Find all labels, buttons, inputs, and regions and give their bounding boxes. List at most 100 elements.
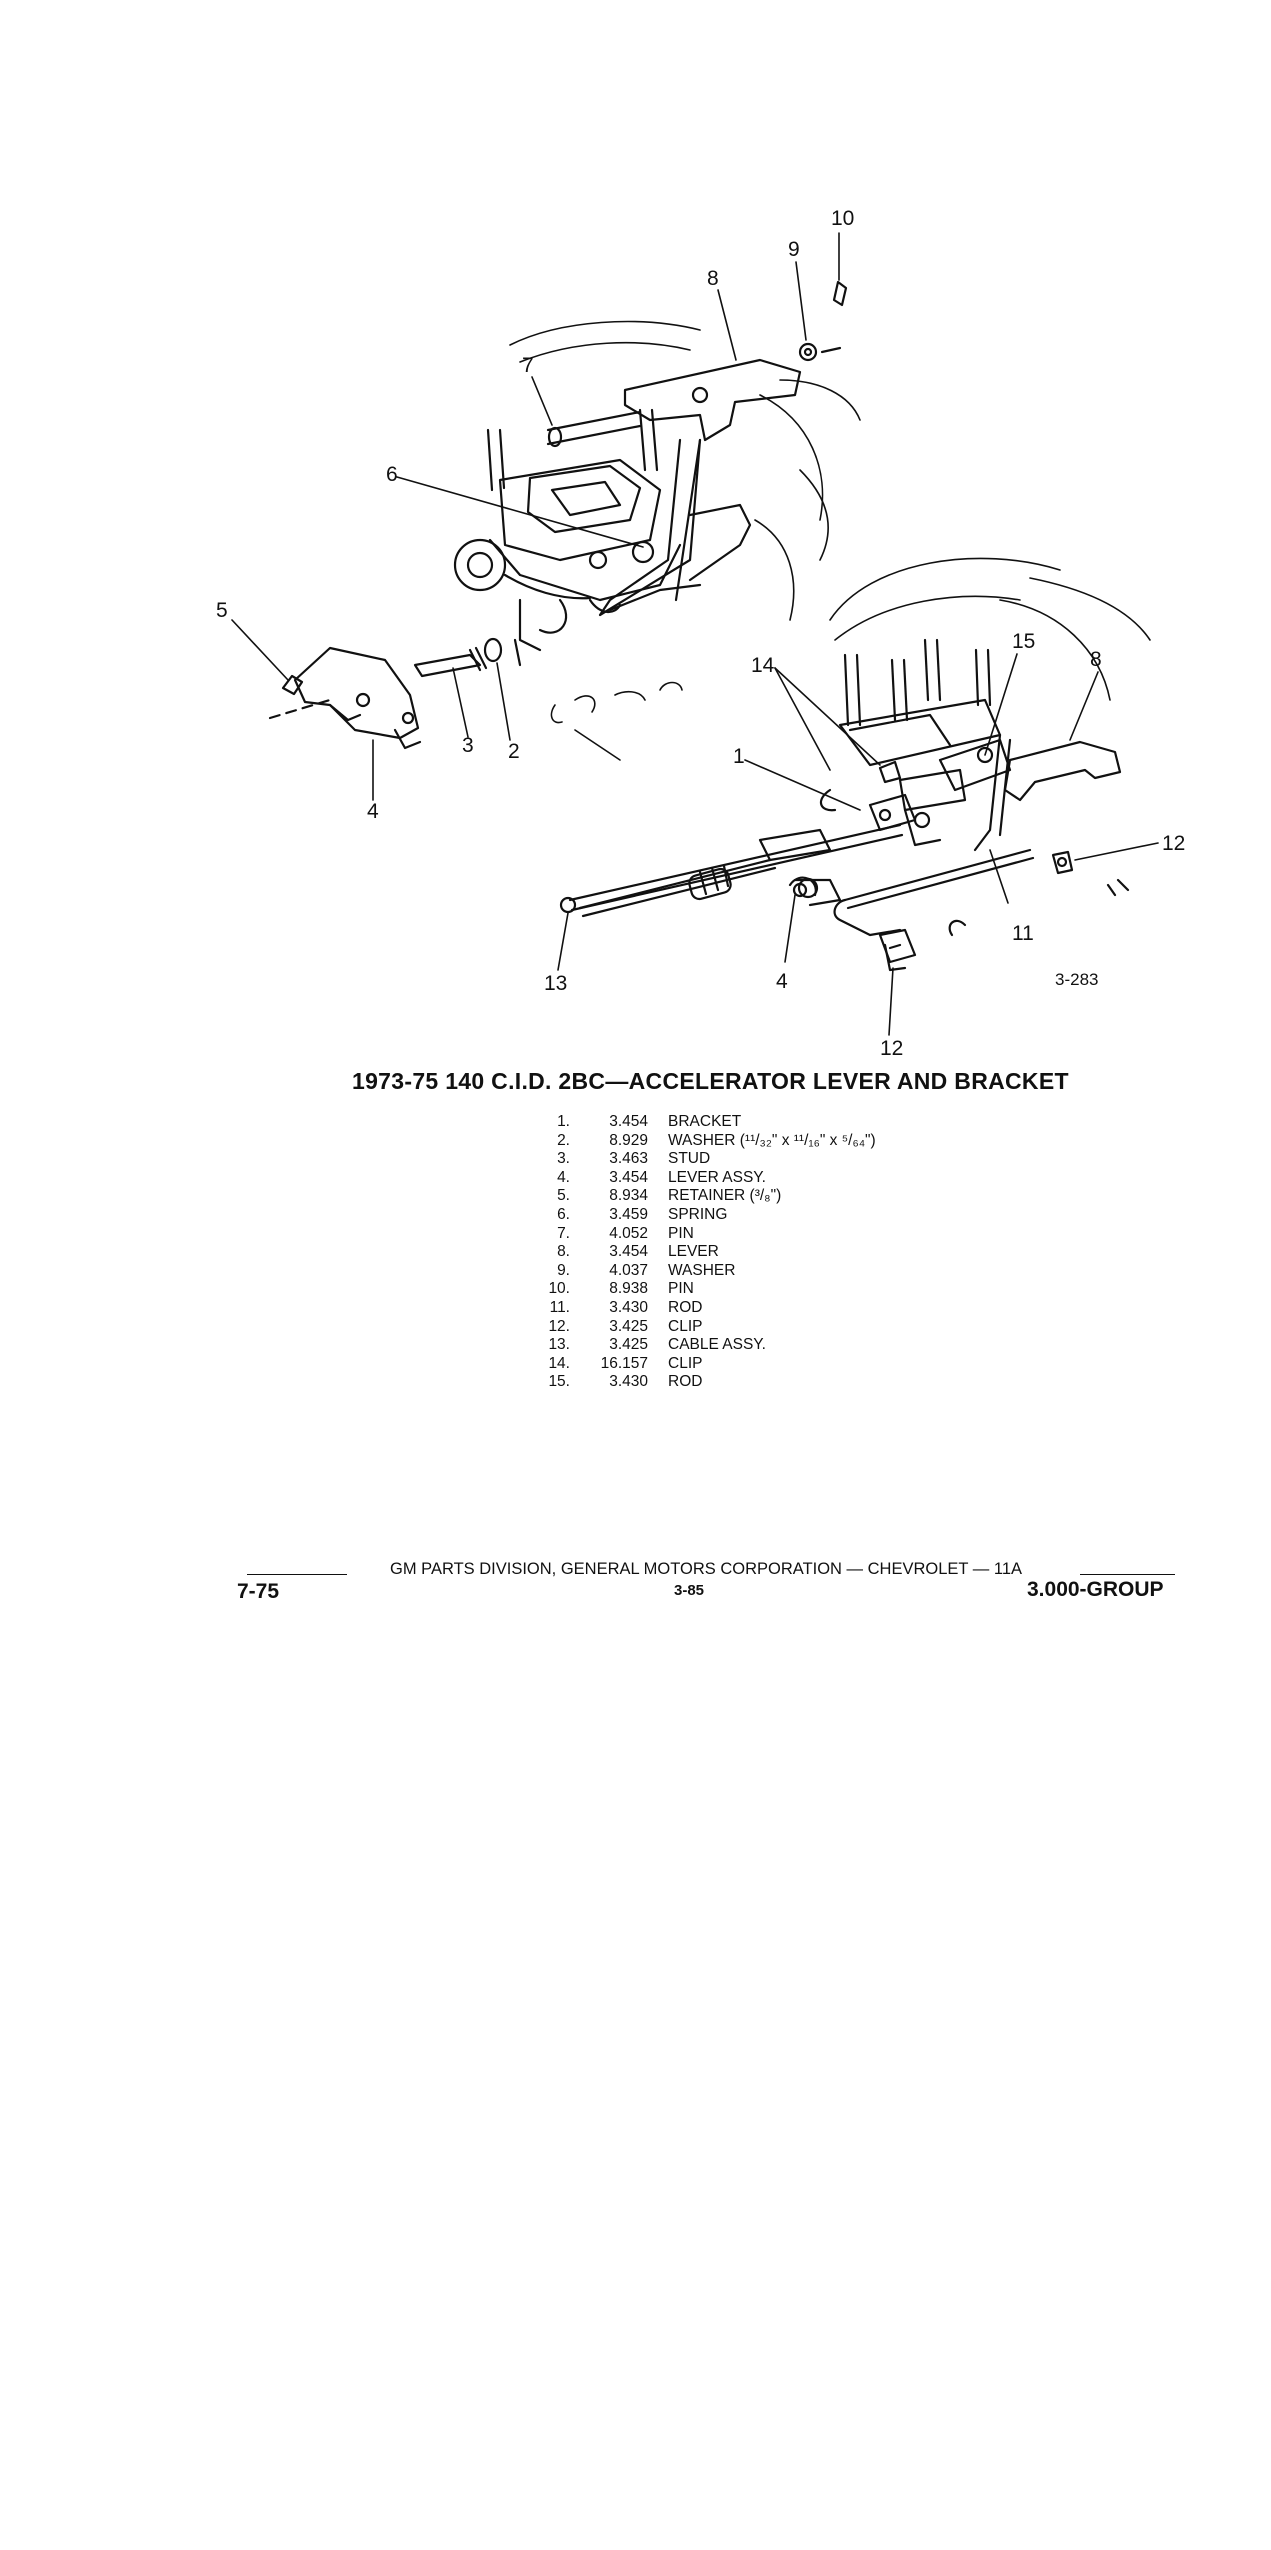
callout-label: 5 — [216, 599, 228, 622]
part-number: 14. — [548, 1354, 570, 1372]
bracket-and-clips — [819, 760, 917, 832]
footer-page-number: 3-85 — [674, 1582, 705, 1599]
callout-label: 8 — [1090, 648, 1102, 671]
figure-code: 3-283 — [1055, 970, 1098, 989]
part-description: LEVER — [668, 1243, 719, 1261]
leader-lines — [231, 232, 1159, 1036]
carb-studs-lower — [838, 638, 1002, 767]
part-code: 4.052 — [609, 1224, 648, 1242]
callout-label: 1 — [733, 745, 745, 768]
footer-date: 7-75 — [237, 1580, 280, 1603]
part-number: 7. — [557, 1224, 570, 1242]
callout-label: 8 — [707, 267, 719, 290]
part-code: 8.938 — [609, 1280, 648, 1298]
carburetor — [453, 408, 682, 652]
part-number: 3. — [557, 1150, 570, 1168]
callout-label: 9 — [788, 238, 800, 261]
part-number: 10. — [548, 1280, 570, 1298]
callout-label: 11 — [1012, 922, 1034, 945]
parts-list-row: 1. 3.454 BRACKET — [520, 1113, 876, 1132]
part-code: 16.157 — [600, 1354, 648, 1372]
part-description: LEVER ASSY. — [668, 1168, 766, 1186]
part-description: BRACKET — [668, 1113, 742, 1130]
ghost-outline-marks — [550, 681, 683, 761]
part-description: WASHER — [668, 1261, 736, 1279]
callout-label: 7 — [522, 354, 534, 377]
part-code: 3.430 — [609, 1373, 648, 1391]
washer-pin-top — [798, 280, 848, 362]
callout-label: 2 — [508, 740, 520, 763]
parts-list-row: 2. 8.929 WASHER (¹¹/₃₂" x ¹¹/₁₆" x ⁵/₆₄") — [520, 1132, 876, 1151]
callout-label: 4 — [776, 970, 788, 993]
parts-list-row: 9. 4.037 WASHER — [520, 1262, 876, 1281]
part-code: 3.459 — [609, 1205, 648, 1223]
part-description: SPRING — [668, 1205, 728, 1223]
parts-list-row: 14. 16.157 CLIP — [520, 1355, 876, 1374]
callout-label: 6 — [386, 463, 398, 486]
part-description: CABLE ASSY. — [668, 1336, 766, 1354]
part-number: 1. — [557, 1113, 570, 1130]
parts-list-row: 12. 3.425 CLIP — [520, 1318, 876, 1337]
callout-label: 14 — [751, 654, 775, 677]
part-number: 15. — [548, 1373, 570, 1391]
part-code: 3.454 — [609, 1168, 648, 1186]
lever-assembly-left — [268, 646, 422, 750]
part-description: WASHER (¹¹/₃₂" x ¹¹/₁₆" x ⁵/₆₄") — [668, 1131, 876, 1149]
engine-outline-lower — [829, 557, 1151, 701]
stud-washer — [413, 637, 522, 678]
clips — [878, 850, 1130, 972]
part-code: 3.463 — [609, 1150, 648, 1168]
part-description: STUD — [668, 1150, 711, 1168]
lever-bracket-upper — [546, 358, 802, 617]
parts-list-row: 6. 3.459 SPRING — [520, 1206, 876, 1225]
parts-list-row: 10. 8.938 PIN — [520, 1280, 876, 1299]
part-number: 13. — [548, 1336, 570, 1354]
callout-label: 4 — [367, 800, 379, 823]
part-number: 11. — [549, 1298, 570, 1316]
part-number: 5. — [557, 1187, 570, 1205]
part-code: 3.454 — [609, 1243, 648, 1261]
exploded-parts-diagram: 10 9 8 7 6 5 3 2 4 14 15 8 1 12 13 4 11 … — [216, 207, 1185, 1060]
part-description: RETAINER (³/₈") — [668, 1187, 782, 1205]
part-description: PIN — [668, 1224, 694, 1242]
part-description: CLIP — [668, 1317, 703, 1335]
figure-title: 1973-75 140 C.I.D. 2BC—ACCELERATOR LEVER… — [352, 1068, 1069, 1094]
parts-list-row: 5. 8.934 RETAINER (³/₈") — [520, 1187, 876, 1206]
callout-label: 10 — [831, 207, 854, 230]
part-number: 6. — [557, 1205, 570, 1223]
part-code: 8.929 — [609, 1131, 648, 1149]
footer-rule-right — [1080, 1574, 1175, 1575]
part-description: PIN — [668, 1280, 694, 1298]
part-number: 2. — [557, 1131, 570, 1149]
part-code: 3.425 — [609, 1317, 648, 1335]
engine-outline-upper — [509, 320, 861, 621]
part-description: CLIP — [668, 1354, 703, 1372]
parts-list-row: 13. 3.425 CABLE ASSY. — [520, 1336, 876, 1355]
callout-label: 15 — [1012, 630, 1035, 653]
parts-list-row: 11. 3.430 ROD — [520, 1299, 876, 1318]
part-code: 8.934 — [609, 1187, 648, 1205]
lever-bracket-lower — [898, 733, 1122, 852]
rod — [833, 848, 1035, 937]
footer-group: 3.000-GROUP — [1027, 1578, 1164, 1601]
callout-label: 12 — [1162, 832, 1185, 855]
part-number: 12. — [548, 1317, 570, 1335]
parts-list: 1. 3.454 BRACKET 2. 8.929 WASHER (¹¹/₃₂" x ¹… — [520, 1113, 876, 1392]
footer-rule-left — [247, 1574, 347, 1575]
part-number: 9. — [557, 1261, 570, 1279]
footer-publisher: GM PARTS DIVISION, GENERAL MOTORS CORPOR… — [390, 1560, 1023, 1578]
part-code: 3.454 — [609, 1113, 648, 1130]
part-code: 3.425 — [609, 1336, 648, 1354]
callout-label: 12 — [880, 1037, 903, 1060]
part-code: 3.430 — [609, 1298, 648, 1316]
part-description: ROD — [668, 1373, 703, 1391]
part-description: ROD — [668, 1298, 703, 1316]
parts-list-row: 4. 3.454 LEVER ASSY. — [520, 1169, 876, 1188]
part-number: 4. — [557, 1168, 570, 1186]
parts-list-row: 3. 3.463 STUD — [520, 1150, 876, 1169]
parts-list-row: 7. 4.052 PIN — [520, 1225, 876, 1244]
part-code: 4.037 — [609, 1261, 648, 1279]
callout-label: 13 — [544, 972, 567, 995]
lever-assembly-lower — [788, 876, 817, 898]
